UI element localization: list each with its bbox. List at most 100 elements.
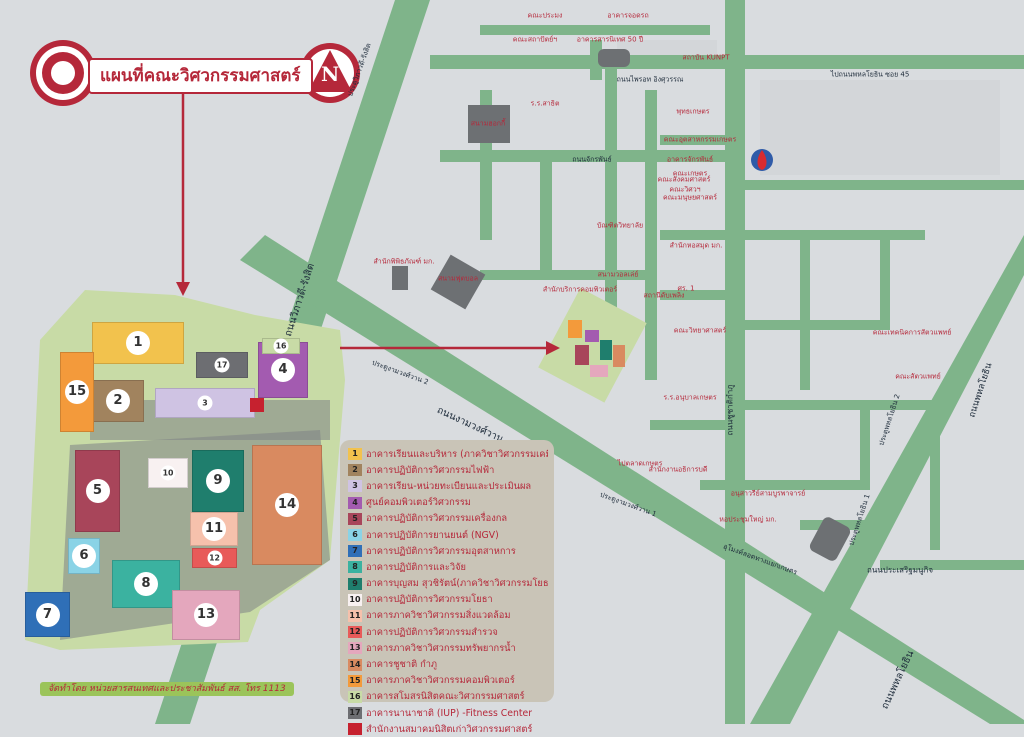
- building-number: 12: [207, 550, 222, 566]
- legend-row: 7 อาคารปฏิบัติการวิศวกรรมอุตสาหการ: [348, 543, 548, 559]
- building-5: 5: [75, 450, 120, 532]
- legend-label: อาคารบุญสม สุวชิรัตน์(ภาควิชาวิศวกรรมโยธ…: [366, 578, 548, 590]
- legend-label: อาคารนานาชาติ (IUP) -Fitness Center: [366, 707, 533, 719]
- pointer-arrows: [176, 90, 560, 355]
- gas-station-icon: [751, 149, 773, 171]
- legend-label: อาคารปฏิบัติการวิศวกรรมโยธา: [366, 594, 493, 606]
- building-number: 11: [202, 517, 226, 541]
- place-label: สำนักงานอธิการบดี: [648, 465, 708, 474]
- city-blocks: [617, 40, 1000, 175]
- building-number: 3: [197, 395, 213, 411]
- legend-label: อาคารปฏิบัติการวิศวกรรมอุตสาหการ: [366, 545, 516, 557]
- building-number: 6: [72, 544, 96, 568]
- building-10: 10: [148, 458, 188, 488]
- building-12: 12: [192, 548, 237, 568]
- legend-row: 12 อาคารปฏิบัติการวิศวกรรมสำรวจ: [348, 624, 548, 640]
- legend-label: อาคารปฏิบัติการวิศวกรรมเครื่องกล: [366, 513, 508, 525]
- place-label: คณะประมง: [527, 11, 563, 20]
- place-label: สถาบัน KUNPT: [682, 53, 730, 62]
- north-label: N: [321, 62, 340, 86]
- legend-label: อาคารภาควิชาวิศวกรรมทรัพยากรน้ำ: [366, 642, 516, 654]
- building-number: 8: [134, 572, 158, 596]
- place-label: คณะวิศวฯ: [669, 185, 701, 194]
- legend-swatch: 12: [348, 626, 362, 639]
- legend-swatch: 11: [348, 609, 362, 622]
- road-label-chakrabhand: ถนนจักรพันธ์: [572, 155, 612, 164]
- place-label: คณะมนุษยศาสตร์: [662, 193, 718, 202]
- place-label: ร.ร.สาธิต: [530, 99, 560, 108]
- legend-label: อาคารภาควิชาวิศวกรรมสิ่งแวดล้อม: [366, 610, 511, 622]
- place-label: สนามฮอกกี้: [470, 119, 506, 128]
- road-label-phairot: ถนนไพรอท อิงศุวรรณ: [616, 75, 684, 84]
- place-label: คณะเกษตร: [672, 169, 708, 178]
- legend-label: ศูนย์คอมพิวเตอร์วิศวกรรม: [366, 497, 471, 509]
- place-label: บัณฑิตวิทยาลัย: [596, 221, 644, 230]
- legend-row: 11 อาคารภาควิชาวิศวกรรมสิ่งแวดล้อม: [348, 608, 548, 624]
- legend-label: สำนักงานสมาคมนิสิตเก่าวิศวกรรมศาสตร์: [366, 723, 533, 735]
- legend-swatch: 7: [348, 545, 362, 558]
- building-number: 7: [35, 602, 60, 627]
- legend-label: อาคารปฏิบัติการวิศวกรรมไฟฟ้า: [366, 464, 495, 476]
- legend-swatch: 5: [348, 512, 362, 525]
- place-label: ไปตลาดเกษตร: [617, 459, 663, 468]
- legend-row: 6 อาคารปฏิบัติการยานยนต์ (NGV): [348, 527, 548, 543]
- legend-row: 15 อาคารภาควิชาวิศวกรรมคอมพิวเตอร์: [348, 673, 548, 689]
- legend-row: 3 อาคารเรียน-หน่วยทะเบียนและประเมินผล: [348, 478, 548, 494]
- legend-row: 14 อาคารชูชาติ กำภู: [348, 656, 548, 672]
- legend-label: อาคารภาควิชาวิศวกรรมคอมพิวเตอร์: [366, 675, 515, 687]
- legend-row: 13 อาคารภาควิชาวิศวกรรมทรัพยากรน้ำ: [348, 640, 548, 656]
- place-label: สนามฟุตบอล: [437, 274, 479, 283]
- museum-block: [392, 266, 408, 290]
- place-label: คณะสัตวแพทย์: [895, 372, 941, 381]
- legend-swatch: 6: [348, 529, 362, 542]
- building-13: 13: [172, 590, 240, 640]
- legend-swatch: 15: [348, 674, 362, 687]
- building-17: 17: [196, 352, 248, 378]
- building-6: 6: [68, 538, 100, 574]
- football-field: [430, 254, 486, 310]
- building-11: 11: [190, 512, 238, 546]
- place-label: หอประชุมใหญ่ มก.: [719, 515, 777, 524]
- building-2: 2: [92, 380, 144, 422]
- building-14: 14: [252, 445, 322, 565]
- place-label: พุทธเกษตร: [676, 107, 710, 116]
- legend-row: 4 ศูนย์คอมพิวเตอร์วิศวกรรม: [348, 495, 548, 511]
- legend-label: อาคารปฏิบัติการยานยนต์ (NGV): [366, 529, 499, 541]
- legend-label: อาคารปฏิบัติการวิศวกรรมสำรวจ: [366, 626, 498, 638]
- legend-swatch: 13: [348, 642, 362, 655]
- building-16: 16: [262, 338, 300, 354]
- place-label: อนุสาวรีย์สามบูรพาจารย์: [730, 489, 806, 498]
- gate-pond: [809, 517, 851, 561]
- place-label: อาคารจักรพันธ์: [666, 155, 714, 164]
- legend-label: อาคารชูชาติ กำภู: [366, 659, 438, 671]
- pond: [598, 49, 630, 67]
- university-seal: [30, 40, 96, 106]
- road-label-phahon45: ไปถนนพหลโยธิน ซอย 45: [830, 70, 910, 79]
- place-label: สถานีดับเพลิง: [643, 291, 685, 300]
- legend-label: อาคารเรียน-หน่วยทะเบียนและประเมินผล: [366, 480, 532, 492]
- legend-label: อาคารสโมสรนิสิตคณะวิศวกรรมศาสตร์: [366, 691, 525, 703]
- north-compass: [300, 43, 360, 103]
- building-number: 13: [194, 603, 218, 627]
- legend-row: 17 อาคารนานาชาติ (IUP) -Fitness Center: [348, 705, 548, 721]
- legend-swatch: 8: [348, 561, 362, 574]
- place-label: คณะเทคนิคการสัตวแพทย์: [872, 328, 952, 337]
- legend-swatch: 14: [348, 658, 362, 671]
- legend-swatch: 17: [348, 707, 362, 720]
- building-number: 10: [160, 465, 176, 481]
- building-number: 4: [271, 358, 295, 382]
- place-label: สำนักพิพิธภัณฑ์ มก.: [373, 257, 435, 266]
- building-7: 7: [25, 592, 70, 637]
- place-label: อาคารสารนิเทศ 50 ปี: [576, 35, 644, 44]
- legend-row: 5 อาคารปฏิบัติการวิศวกรรมเครื่องกล: [348, 511, 548, 527]
- legend-swatch: 4: [348, 496, 362, 509]
- building-number: 1: [126, 331, 150, 355]
- legend-label: อาคารปฏิบัติการและวิจัย: [366, 561, 466, 573]
- place-label: ศร. 1: [677, 284, 695, 293]
- legend-swatch: 3: [348, 480, 362, 493]
